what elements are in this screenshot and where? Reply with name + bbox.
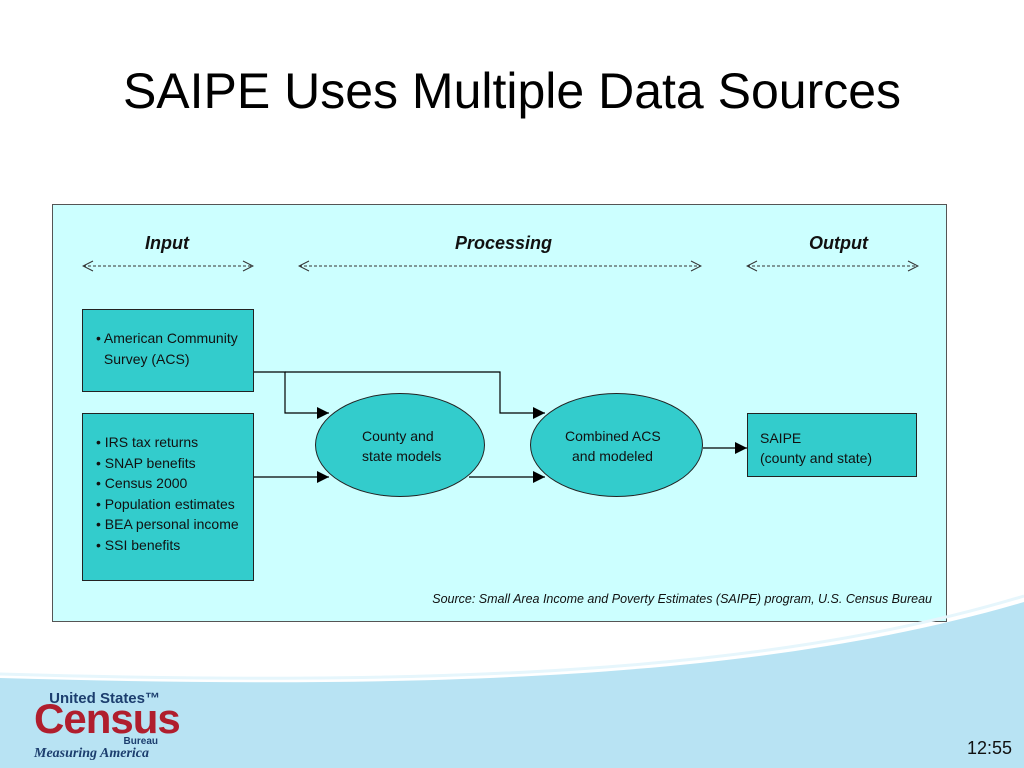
source-note: Source: Small Area Income and Poverty Es… [432, 592, 932, 606]
section-label-output: Output [809, 233, 868, 253]
node-label-line: County and [362, 428, 434, 444]
acs-to-county-model-connector [254, 371, 329, 419]
slide-number: 12:55 [966, 738, 1012, 758]
census-bureau-logo: United States™ Census Bureau Measuring A… [34, 690, 181, 765]
bullet-icon: • [96, 434, 105, 450]
input-item-label: BEA personal income [104, 516, 239, 532]
saipe-output-box: SAIPE (county and state) [747, 413, 917, 477]
bullet-icon: • [96, 330, 101, 346]
input-item: • SNAP benefits [96, 453, 239, 474]
logo-bureau-text: Bureau [123, 736, 158, 747]
county-state-models-node: County and state models [315, 393, 485, 497]
input-item-label: Census 2000 [104, 475, 188, 491]
bullet-icon: • [96, 516, 105, 532]
diagram-connectors [53, 205, 948, 483]
acs-input-box: • American Community Survey (ACS) [82, 309, 254, 392]
footer-wave-band [0, 594, 1024, 768]
logo-united-states-text: United States™ [49, 690, 160, 707]
input-item: • BEA personal income [96, 514, 239, 535]
logo-census-wordmark: Census [34, 695, 181, 742]
section-label-input: Input [145, 233, 189, 253]
node-label-line: and modeled [572, 448, 653, 464]
acs-to-combined-connector [285, 371, 545, 419]
node-label-line: Combined ACS [565, 428, 661, 444]
bullet-icon: • [96, 475, 105, 491]
input-item-label: SNAP benefits [104, 454, 196, 471]
logo-tagline: Measuring America [34, 746, 149, 761]
bullet-icon: • [96, 536, 105, 553]
bullet-icon: • [96, 495, 105, 512]
input-item: • Population estimates [96, 494, 239, 515]
combined-acs-modeled-node: Combined ACS and modeled [530, 393, 703, 497]
slide-title: SAIPE Uses Multiple Data Sources [122, 63, 902, 119]
admin-records-input-box: • IRS tax returns • SNAP benefits • Cens… [82, 413, 254, 581]
node-label-line: state models [362, 448, 442, 464]
output-label-line: SAIPE [760, 430, 802, 446]
input-item-label: American Community Survey (ACS) [103, 330, 238, 367]
input-item: • Census 2000 [96, 473, 239, 494]
bullet-icon: • [96, 454, 105, 471]
input-item-label: SSI benefits [104, 536, 181, 553]
input-item: • American Community Survey (ACS) [96, 328, 239, 369]
data-sources-diagram: Input Processing Output • American Commu… [52, 204, 947, 622]
input-item: • IRS tax returns [96, 432, 239, 453]
section-label-processing: Processing [455, 233, 553, 253]
input-item-label: IRS tax returns [104, 434, 199, 450]
input-item-label: Population estimates [104, 495, 235, 512]
output-label-line: (county and state) [760, 450, 873, 466]
input-item: • SSI benefits [96, 535, 239, 556]
